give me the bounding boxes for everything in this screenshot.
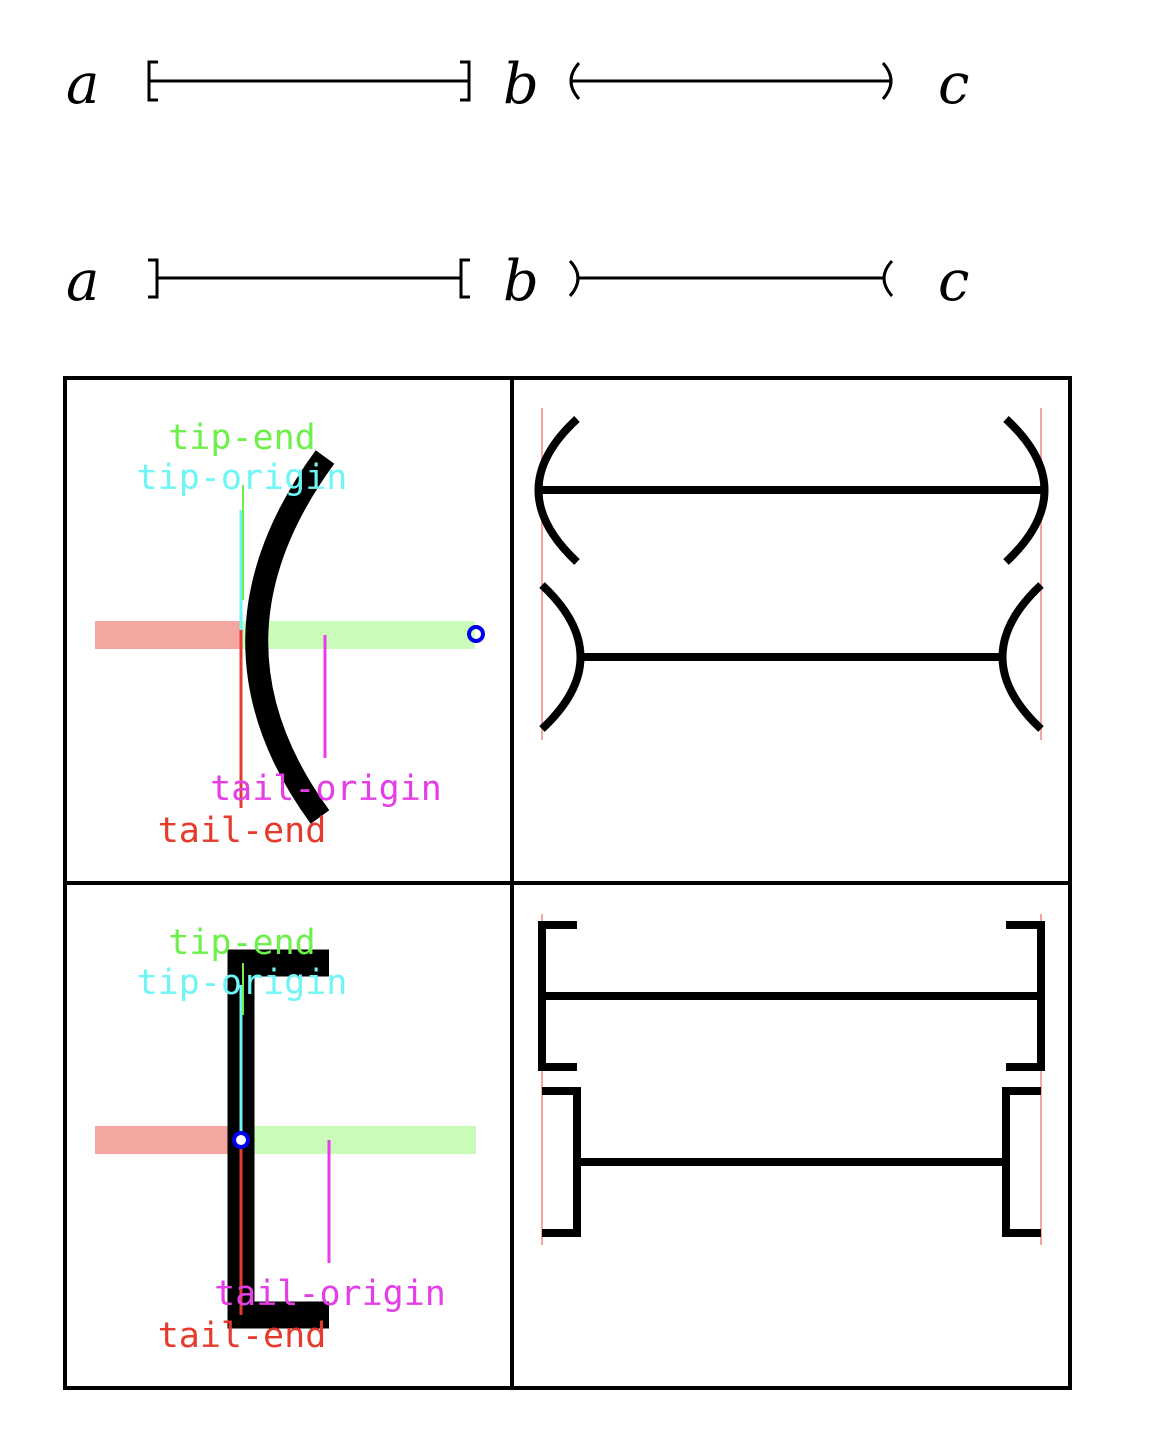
curved-cap-left xyxy=(539,582,585,732)
tip-end-label: tip-end xyxy=(168,418,316,458)
panel-square-bracket-examples xyxy=(538,914,1045,1245)
panel-grid xyxy=(63,376,1072,1390)
square-bracket-arrow-inward xyxy=(148,258,470,299)
tail-origin-label: tail-origin xyxy=(210,769,442,809)
curved-arrow-outward xyxy=(534,416,1049,565)
square-cap-right xyxy=(1006,921,1045,1071)
square-cap-left xyxy=(147,60,158,102)
label-b-row2: b xyxy=(503,249,539,314)
panel-curved-bracket-anatomy: tip-end tip-origin tail-origin tail-end xyxy=(95,418,485,851)
curved-cap-right xyxy=(1003,416,1049,565)
tail-end-label: tail-end xyxy=(158,811,327,851)
label-b-row1: b xyxy=(503,52,539,117)
square-cap-right xyxy=(1002,1087,1041,1237)
arrow-row-inward: a b c xyxy=(66,249,969,314)
curved-cap-left xyxy=(534,416,580,565)
tip-end-label: tip-end xyxy=(168,923,316,963)
tip-band xyxy=(242,621,475,649)
tip-origin-label: tip-origin xyxy=(137,458,348,498)
tail-band xyxy=(95,621,242,649)
round-cap-right xyxy=(882,259,894,297)
arrow-row-outward: a b c xyxy=(66,52,969,117)
square-cap-left xyxy=(538,921,577,1071)
curved-bracket-glyph xyxy=(245,450,335,824)
label-a-row2: a xyxy=(66,249,99,314)
anchor-marker xyxy=(232,1131,250,1149)
tail-end-label: tail-end xyxy=(158,1316,327,1356)
panel-curved-bracket-examples xyxy=(534,408,1049,740)
tail-origin-label: tail-origin xyxy=(214,1274,446,1314)
round-bracket-arrow-outward xyxy=(569,62,893,100)
label-a-row1: a xyxy=(66,52,99,117)
curved-cap-right xyxy=(998,582,1044,732)
round-bracket-arrow-inward xyxy=(568,259,894,297)
square-arrow-inward xyxy=(542,1087,1041,1237)
tail-band xyxy=(95,1126,242,1154)
tip-origin-label: tip-origin xyxy=(137,963,348,1003)
round-cap-right xyxy=(881,62,893,100)
tip-band xyxy=(242,1126,476,1154)
panel-square-bracket-anatomy: tip-end tip-origin tail-origin tail-end xyxy=(95,923,476,1356)
label-c-row1: c xyxy=(938,52,969,117)
square-arrow-outward xyxy=(538,921,1045,1071)
curved-arrow-inward xyxy=(539,582,1044,732)
square-cap-right xyxy=(460,60,471,102)
square-cap-right xyxy=(459,258,470,299)
round-cap-left xyxy=(569,62,581,100)
anchor-marker xyxy=(467,625,485,643)
square-cap-left xyxy=(542,1087,581,1237)
square-cap-left xyxy=(148,258,159,299)
square-bracket-arrow-outward xyxy=(147,60,471,102)
label-c-row2: c xyxy=(938,249,969,314)
round-cap-left xyxy=(568,259,580,297)
